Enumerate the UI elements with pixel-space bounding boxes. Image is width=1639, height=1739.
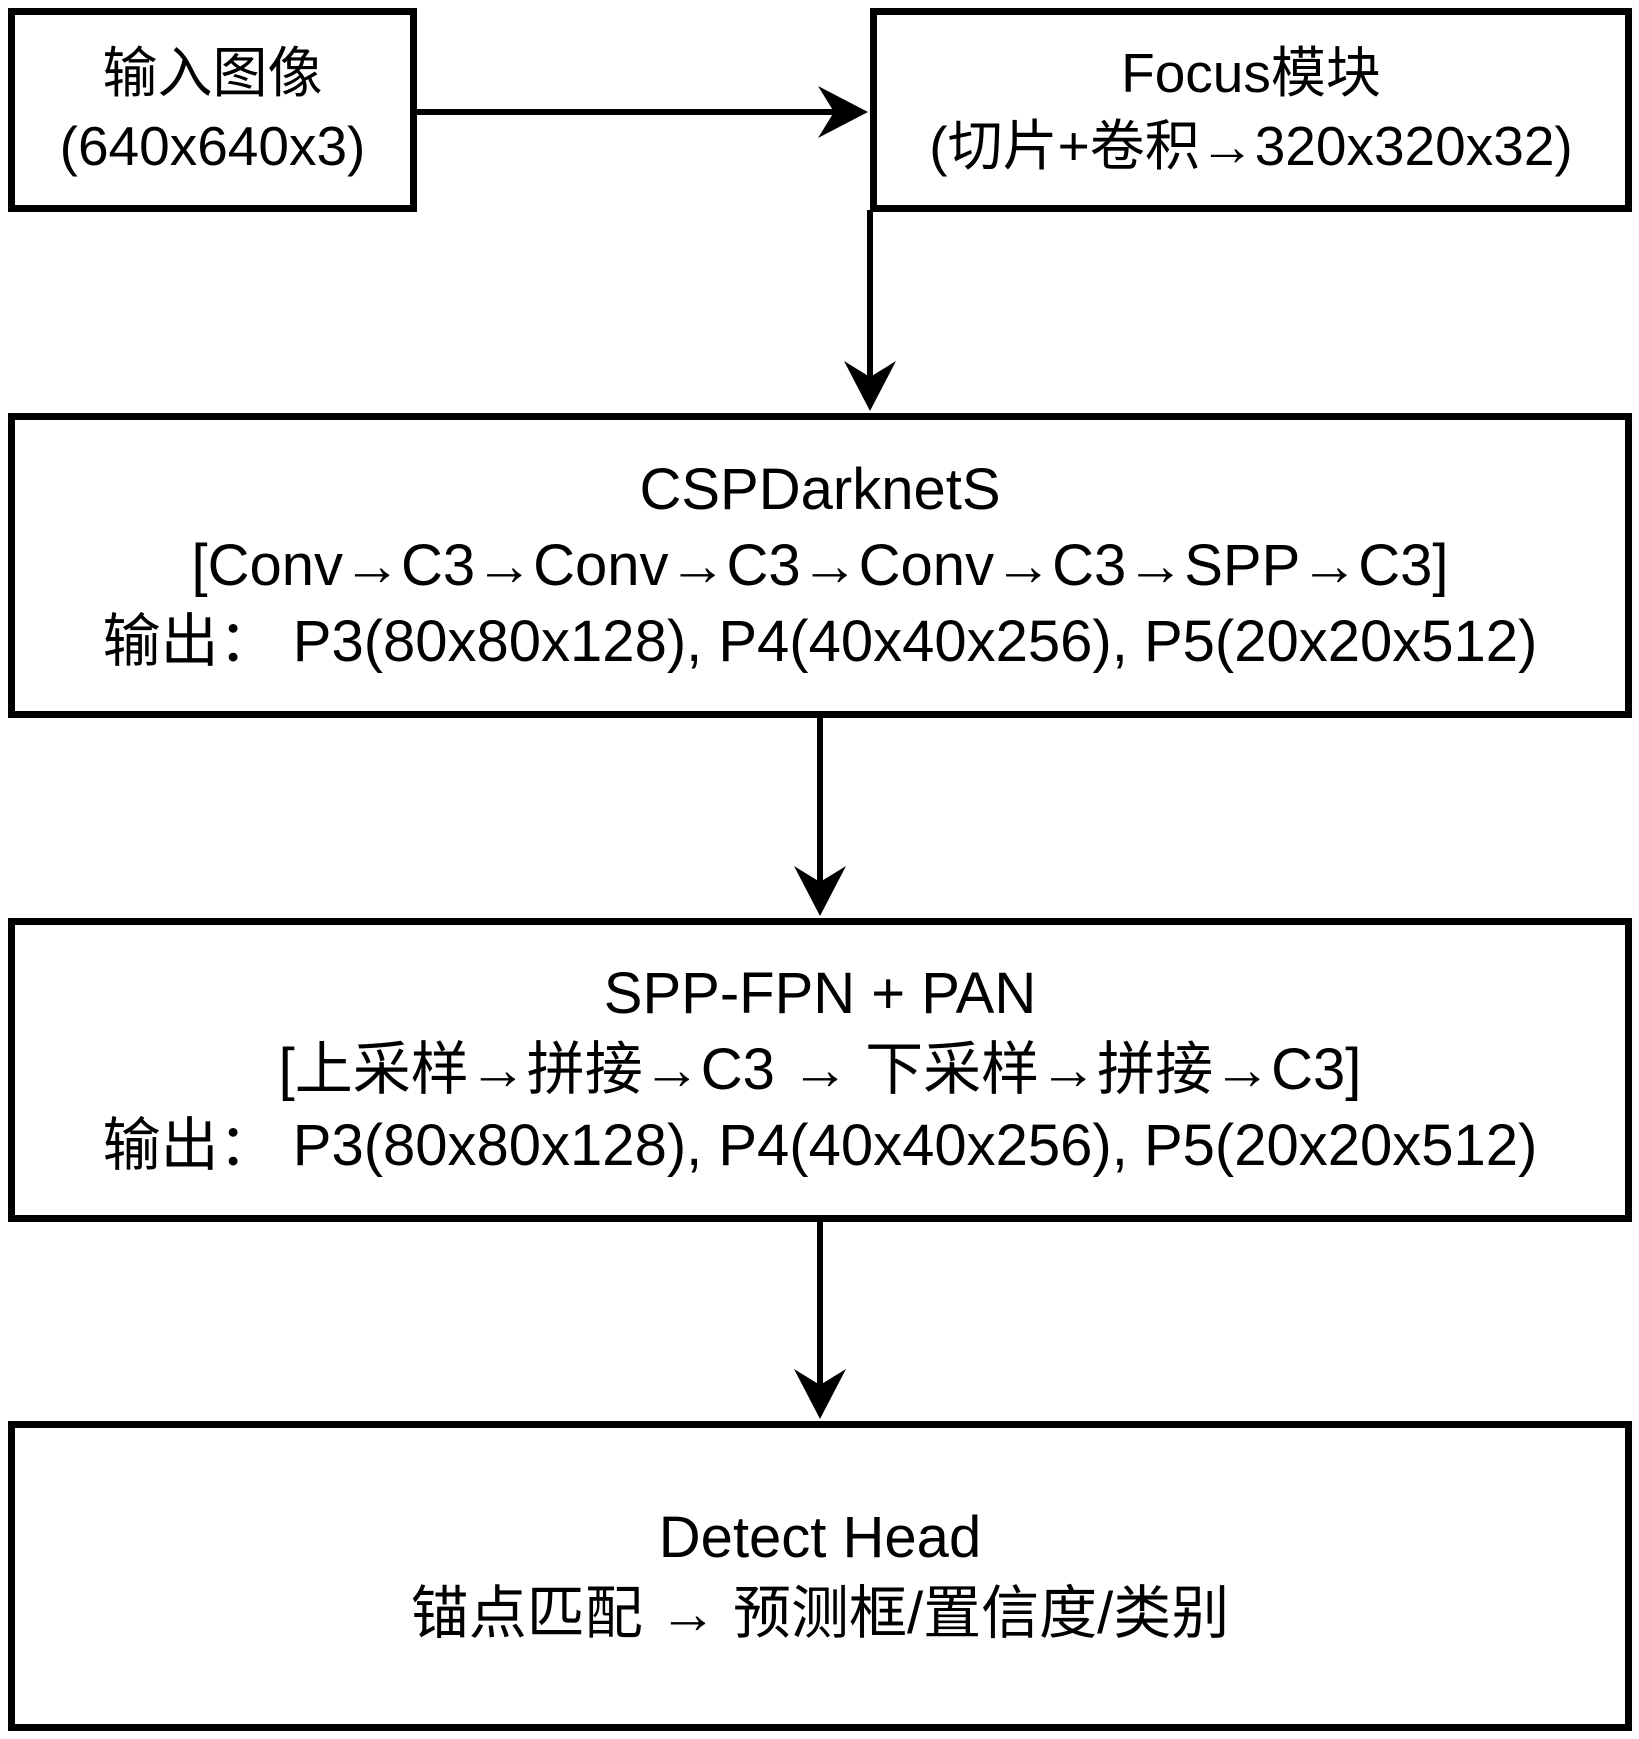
arrowhead-down-icon bbox=[794, 1369, 846, 1419]
input-image-box: 输入图像 (640x640x3) bbox=[8, 8, 417, 212]
box-title: 输入图像 bbox=[102, 42, 323, 104]
box-subtitle: (640x640x3) bbox=[59, 115, 366, 177]
arrowhead-down-icon bbox=[794, 866, 846, 916]
box-title: CSPDarknetS bbox=[639, 456, 1001, 522]
arrow-input-to-focus bbox=[417, 86, 868, 138]
arrow-backbone-to-neck bbox=[794, 716, 846, 916]
box-pipeline: [上采样→拼接→C3 → 下采样→拼接→C3] bbox=[278, 1037, 1362, 1102]
box-pipeline: 锚点匹配 → 预测框/置信度/类别 bbox=[410, 1581, 1230, 1646]
arrow-neck-to-head bbox=[794, 1220, 846, 1419]
detect-head-box: Detect Head 锚点匹配 → 预测框/置信度/类别 bbox=[8, 1421, 1632, 1731]
arrowhead-right-icon bbox=[818, 86, 868, 138]
box-outputs: 输出： P3(80x80x128), P4(40x40x256), P5(20x… bbox=[102, 608, 1538, 674]
focus-module-box: Focus模块 (切片+卷积→320x320x32) bbox=[870, 8, 1632, 212]
box-title: Focus模块 bbox=[1121, 42, 1381, 104]
arrow-focus-to-backbone bbox=[844, 210, 896, 411]
box-outputs: 输出： P3(80x80x128), P4(40x40x256), P5(20x… bbox=[102, 1113, 1538, 1178]
arrowhead-down-icon bbox=[844, 361, 896, 411]
fpn-pan-neck-box: SPP-FPN + PAN [上采样→拼接→C3 → 下采样→拼接→C3] 输出… bbox=[8, 918, 1632, 1222]
cspdarknet-backbone-box: CSPDarknetS [Conv→C3→Conv→C3→Conv→C3→SPP… bbox=[8, 413, 1632, 718]
box-subtitle: (切片+卷积→320x320x32) bbox=[929, 115, 1573, 177]
box-pipeline: [Conv→C3→Conv→C3→Conv→C3→SPP→C3] bbox=[191, 532, 1449, 598]
box-title: SPP-FPN + PAN bbox=[603, 961, 1037, 1026]
box-title: Detect Head bbox=[658, 1505, 982, 1570]
